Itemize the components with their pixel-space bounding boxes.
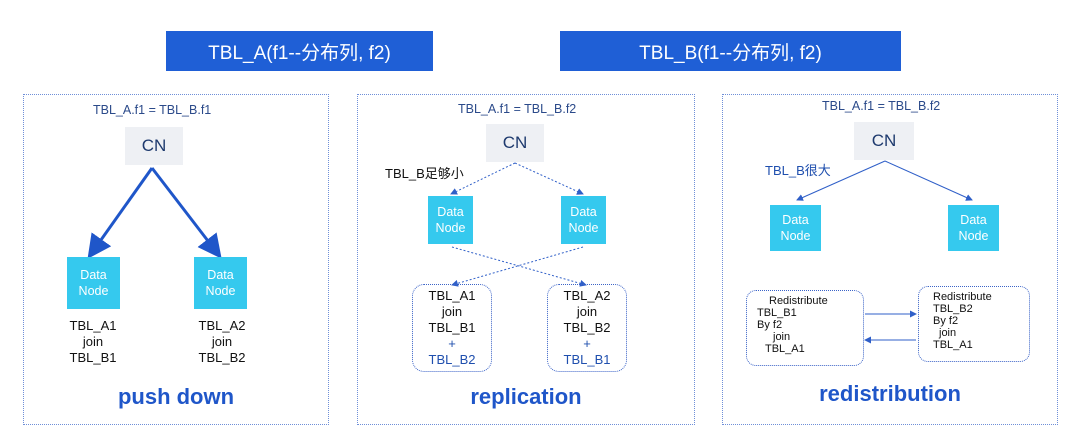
redistribution-join-condition: TBL_A.f1 = TBL_B.f2 [822,99,941,113]
data-node-label-line2: Node [568,221,599,235]
redis-line: TBL_A1 [765,343,805,355]
redis-line: TBL_B1 [757,307,797,319]
join-plus: + [583,336,591,351]
redis-line: TBL_A1 [933,339,973,351]
data-node-label-line1: Data [80,268,107,282]
table-b-header: TBL_B(f1--分布列, f2) [560,31,901,71]
join-line: TBL_A1 [69,318,117,333]
redis-line: Redistribute [769,295,828,307]
repl-node-right-to-box-left-arrow [451,246,584,287]
push-down-cn-node: CN [125,127,183,165]
data-node-label-line1: Data [437,205,464,219]
join-line: TBL_B1 [428,320,476,335]
join-line: join [576,304,598,319]
replication-left-join-box: TBL_A1 join TBL_B1 + TBL_B2 [412,284,492,372]
join-line: join [211,334,233,349]
push-down-left-join-text: TBL_A1 join TBL_B1 [58,318,128,366]
redis-cn-to-node-left-arrow [796,160,886,201]
join-line-replicated: TBL_B2 [428,352,476,367]
redistribution-cn-node: CN [854,122,914,160]
replication-join-condition: TBL_A.f1 = TBL_B.f2 [458,102,577,116]
data-node-label-line2: Node [958,229,989,243]
join-line: join [82,334,104,349]
repl-node-left-to-box-right-arrow [451,246,587,287]
push-down-data-node-left: Data Node [67,257,120,309]
redis-cn-to-node-right-arrow [884,160,973,201]
redis-line: By f2 [933,315,959,327]
replication-cn-node: CN [486,124,544,162]
replication-panel [357,94,695,425]
replication-data-node-right: Data Node [561,196,606,244]
push-down-label: push down [117,384,235,409]
join-line: TBL_A2 [563,288,611,303]
push-down-right-join-text: TBL_A2 join TBL_B2 [187,318,257,366]
data-node-label-line1: Data [207,268,234,282]
join-line: TBL_B2 [198,350,246,365]
join-line: TBL_A1 [428,288,476,303]
data-node-label-line1: Data [782,213,809,227]
redistribution-right-box: Redistribute TBL_B2 By f2 join TBL_A1 [918,286,1030,362]
replication-right-join-box: TBL_A2 join TBL_B2 + TBL_B1 [547,284,627,372]
table-a-header: TBL_A(f1--分布列, f2) [166,31,433,71]
data-node-label-line2: Node [78,284,109,298]
join-line: join [441,304,463,319]
cn-to-node-left-arrow [87,167,154,259]
redistribution-note: TBL_B很大 [765,163,831,178]
join-line: TBL_A2 [198,318,246,333]
data-node-label-line1: Data [570,205,597,219]
redis-line: join [773,331,791,343]
redis-line: By f2 [757,319,783,331]
data-node-label-line2: Node [780,229,811,243]
redis-line: join [939,327,957,339]
repl-cn-to-node-right-arrow [514,162,584,195]
redistribution-left-box: Redistribute TBL_B1 By f2 join TBL_A1 [746,290,864,366]
redis-line: TBL_B2 [933,303,973,315]
join-line: TBL_B2 [563,320,611,335]
join-line: TBL_B1 [69,350,117,365]
data-node-label-line2: Node [435,221,466,235]
data-node-label-line2: Node [205,284,236,298]
replication-note: TBL_B足够小 [385,166,464,181]
replication-label: replication [470,384,582,409]
push-down-join-condition: TBL_A.f1 = TBL_B.f1 [93,103,212,117]
join-plus: + [448,336,456,351]
data-node-label-line1: Data [960,213,987,227]
push-down-panel [23,94,329,425]
replication-data-node-left: Data Node [428,196,473,244]
redistribution-panel [722,94,1058,425]
join-line-replicated: TBL_B1 [563,352,611,367]
cn-to-node-right-arrow [150,167,222,259]
redistribution-label: redistribution [819,381,961,406]
redistribution-data-node-left: Data Node [770,205,821,251]
push-down-data-node-right: Data Node [194,257,247,309]
redis-line: Redistribute [933,291,992,303]
redistribution-data-node-right: Data Node [948,205,999,251]
